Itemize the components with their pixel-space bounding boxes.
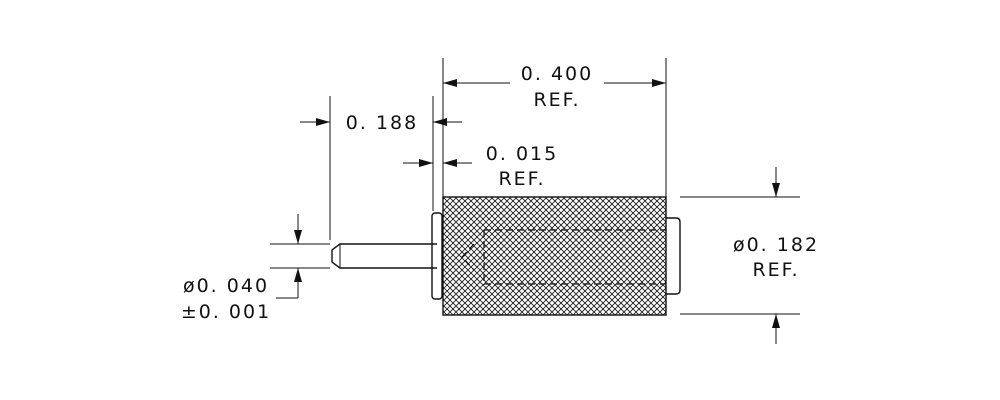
part-outline bbox=[331, 196, 681, 316]
dim-flange: 0. 015 REF. bbox=[403, 143, 558, 190]
dim-pin-diameter-tolerance: ±0. 001 bbox=[181, 301, 271, 323]
dim-body-diameter: ø0. 182 REF. bbox=[733, 167, 819, 344]
extension-lines bbox=[270, 58, 800, 315]
dim-flange-value: 0. 015 bbox=[486, 143, 558, 165]
dim-overall-length: 0. 400 REF. bbox=[443, 63, 666, 111]
knurled-body bbox=[442, 196, 667, 316]
dim-pin-offset: 0. 188 bbox=[300, 112, 462, 134]
pin bbox=[331, 243, 437, 269]
dim-pin-diameter: ø0. 040 ±0. 001 bbox=[181, 214, 302, 323]
dim-overall-length-note: REF. bbox=[533, 89, 580, 111]
dim-body-diameter-note: REF. bbox=[752, 259, 799, 281]
dim-overall-length-value: 0. 400 bbox=[521, 63, 593, 85]
dim-pin-diameter-value: ø0. 040 bbox=[183, 275, 269, 297]
flange bbox=[431, 212, 443, 300]
dim-body-diameter-value: ø0. 182 bbox=[733, 234, 819, 256]
dim-flange-note: REF. bbox=[498, 168, 545, 190]
rear-cap bbox=[666, 217, 681, 295]
hidden-bore bbox=[461, 229, 666, 285]
dim-pin-offset-value: 0. 188 bbox=[346, 112, 418, 134]
